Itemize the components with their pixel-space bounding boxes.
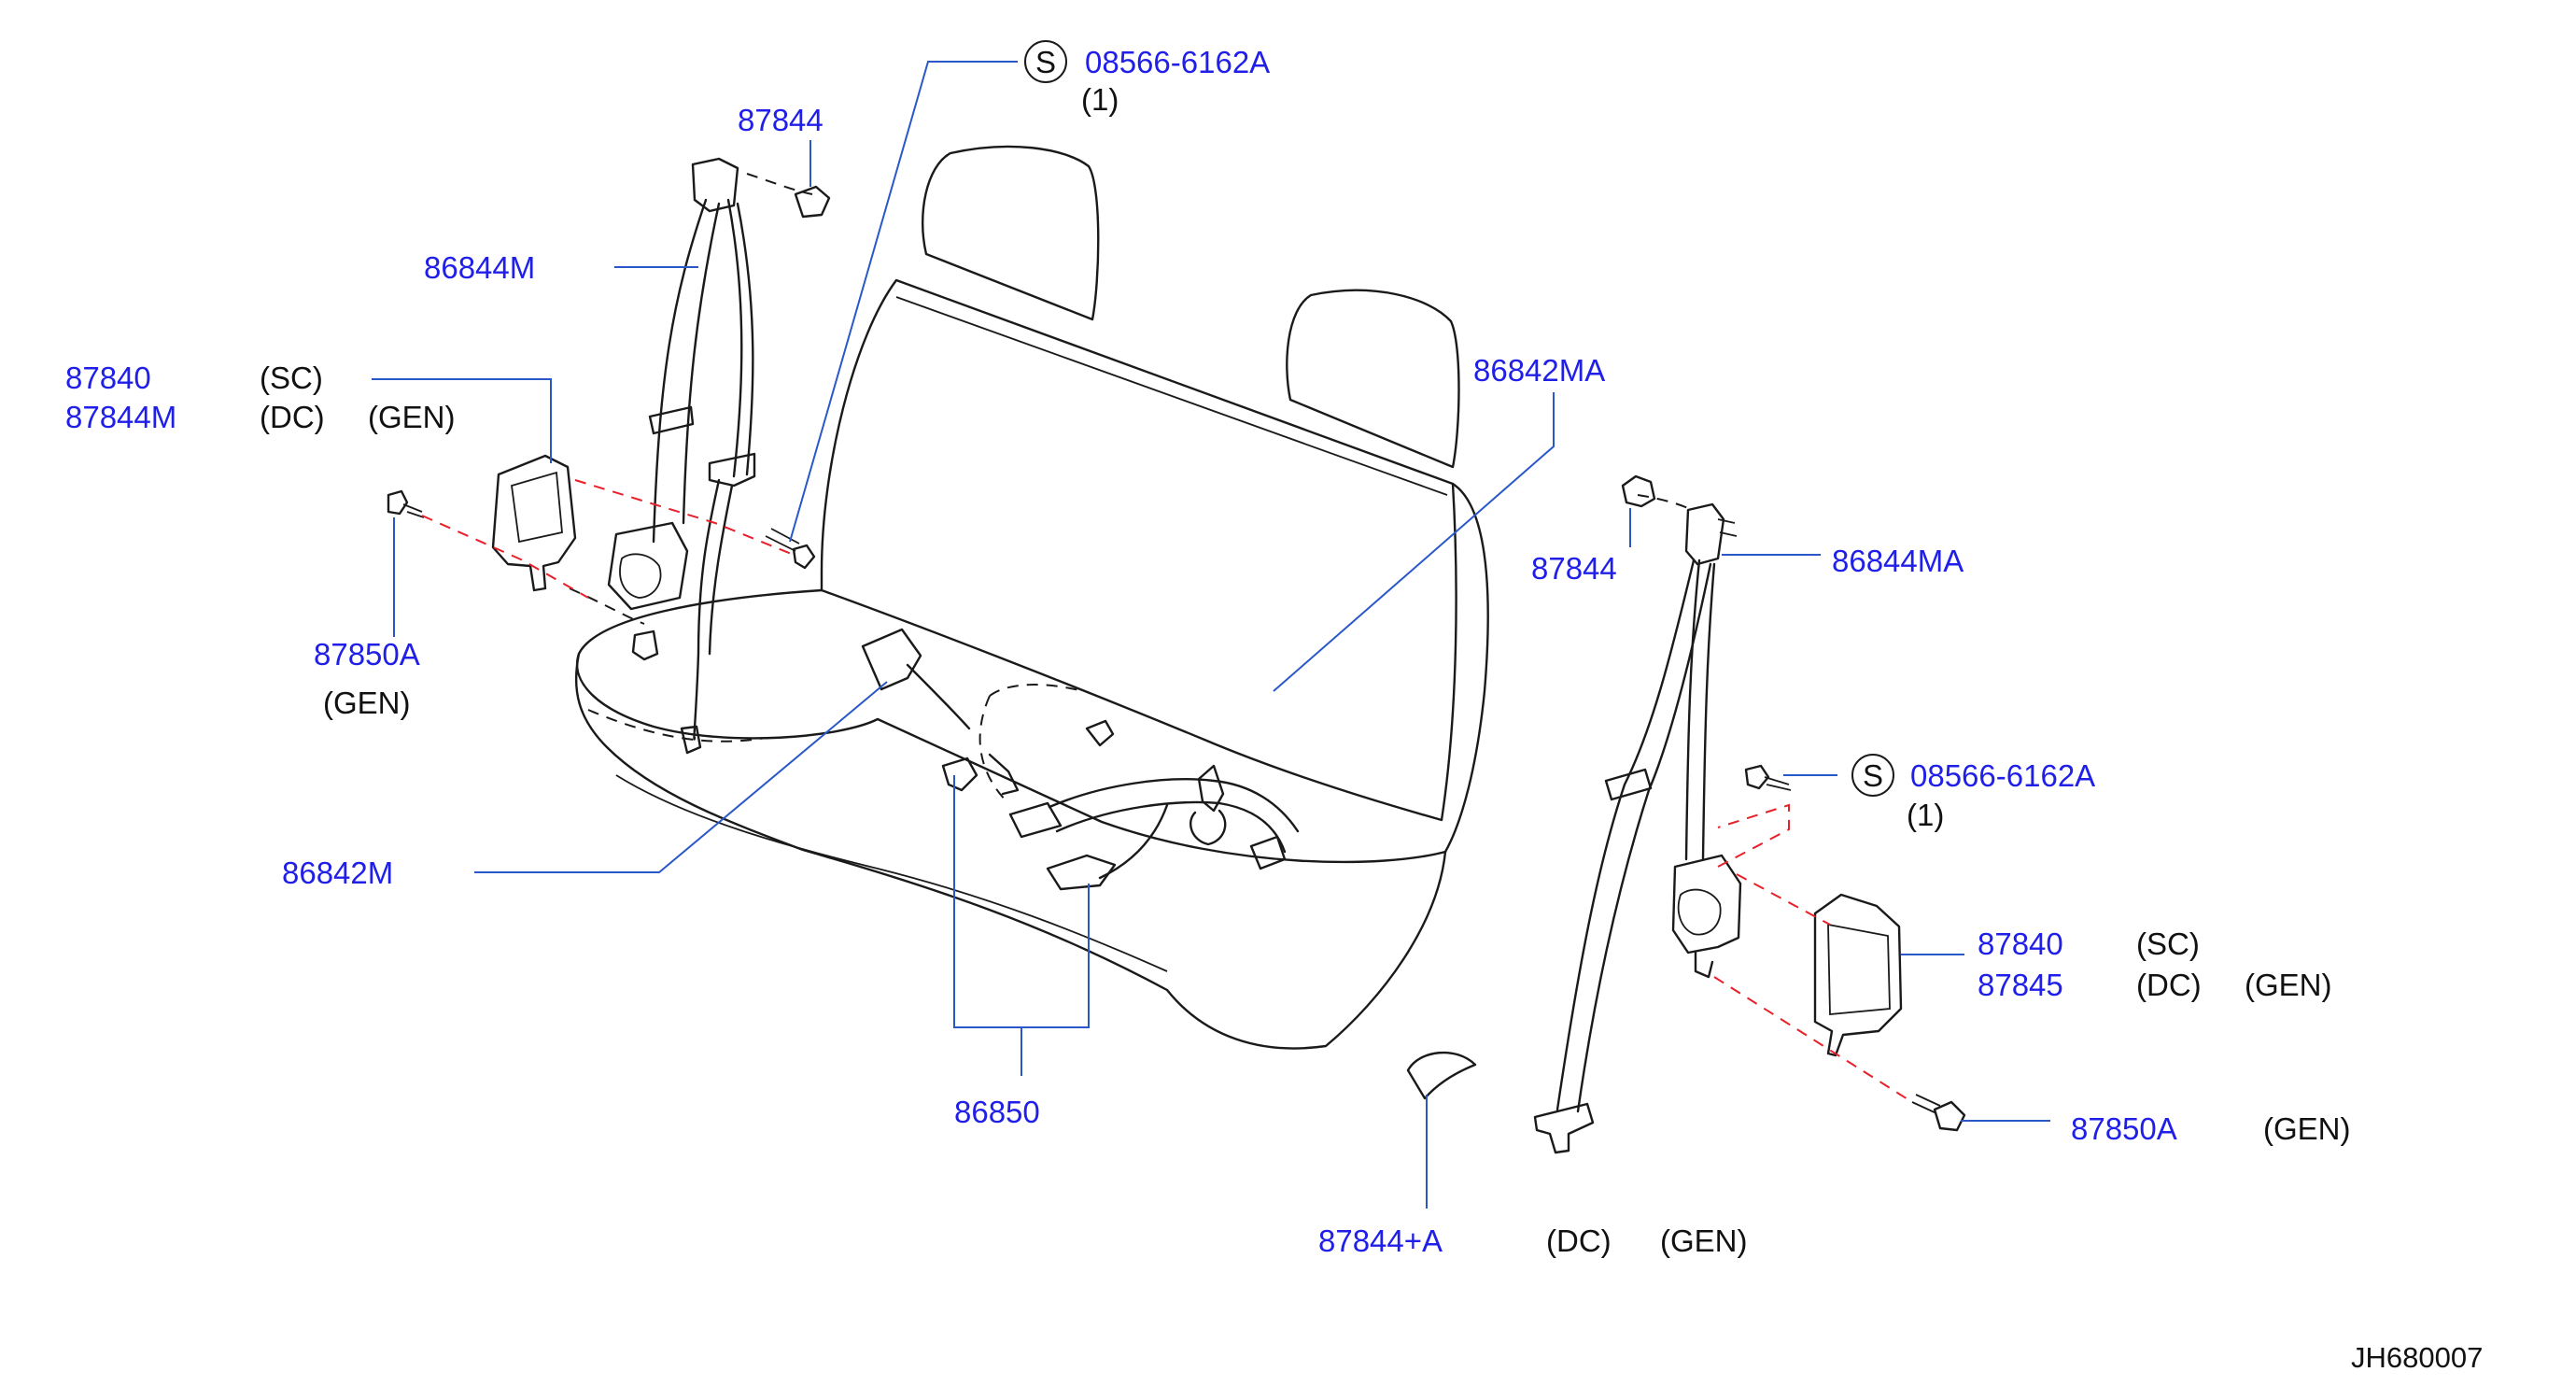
left-retractor-cover [491,454,577,592]
s-marker-icon [1851,754,1894,797]
callout-87840-right-note: (SC) [2136,926,2200,961]
buckle-cover-cap [1406,1051,1477,1100]
callout-87844M-note2: (GEN) [368,400,456,434]
callout-87840-left: 87840 [65,361,151,395]
callout-86842M: 86842M [282,856,393,890]
right-bottom-bolt [1933,1100,1966,1132]
left-headrest [921,145,1100,321]
s-marker-icon [1024,40,1067,83]
center-bolt [792,544,816,570]
callout-08566-6162A-top: 08566-6162A [1085,45,1270,79]
callout-86850: 86850 [954,1095,1040,1129]
right-anchor-clip [1621,474,1656,508]
left-upper-anchor [691,157,739,213]
callout-86844M: 86844M [424,250,535,285]
callout-87845-note2: (GEN) [2245,968,2332,1002]
callout-87845-note: (DC) [2136,968,2202,1002]
seat-backrest [820,278,1457,822]
callout-87845: 87845 [1978,968,2063,1002]
right-retractor [1671,854,1742,955]
callout-qty-top: (1) [1081,82,1119,117]
left-anchor-clip [794,185,831,219]
right-top-bolt [1744,764,1770,790]
right-upper-anchor [1684,502,1725,566]
callout-gen-left: (GEN) [323,686,411,720]
leader-lines [372,61,2050,1209]
right-retractor-cover [1813,893,1903,1057]
callout-87844M-note: (DC) [260,400,325,434]
callout-08566-6162A-right: 08566-6162A [1910,758,2095,793]
callout-qty-right: (1) [1907,798,1944,832]
right-headrest [1286,289,1460,469]
callout-87844M: 87844M [65,400,176,434]
seat-cushion [576,588,1447,864]
left-retractor [607,521,689,611]
s-marker-label-2: S [1863,758,1883,793]
callout-87850A-left: 87850A [314,637,420,672]
left-seat-belt-assembly [387,157,813,755]
callout-86842MA: 86842MA [1473,353,1605,388]
callout-87840-right: 87840 [1978,926,2063,961]
callout-87850A-right-note: (GEN) [2263,1111,2351,1146]
center-buckle-86842M [861,628,1020,796]
callout-87844-plus-A-note2: (GEN) [1660,1223,1748,1258]
callout-87844-plus-A: 87844+A [1318,1223,1443,1258]
callout-87844-top: 87844 [738,103,823,137]
s-marker-label-1: S [1035,45,1056,79]
callout-87844-right: 87844 [1531,551,1617,586]
callout-87844-plus-A-note: (DC) [1546,1223,1612,1258]
diagram-reference-code: JH680007 [2351,1341,2483,1374]
callout-86844MA: 86844MA [1832,544,1964,578]
callout-87850A-right: 87850A [2071,1111,2177,1146]
callout-87840-left-note: (SC) [260,361,323,395]
lap-belt-86850 [1008,719,1300,891]
right-seat-belt-assembly [1533,494,1792,1154]
left-bolt [387,489,409,516]
